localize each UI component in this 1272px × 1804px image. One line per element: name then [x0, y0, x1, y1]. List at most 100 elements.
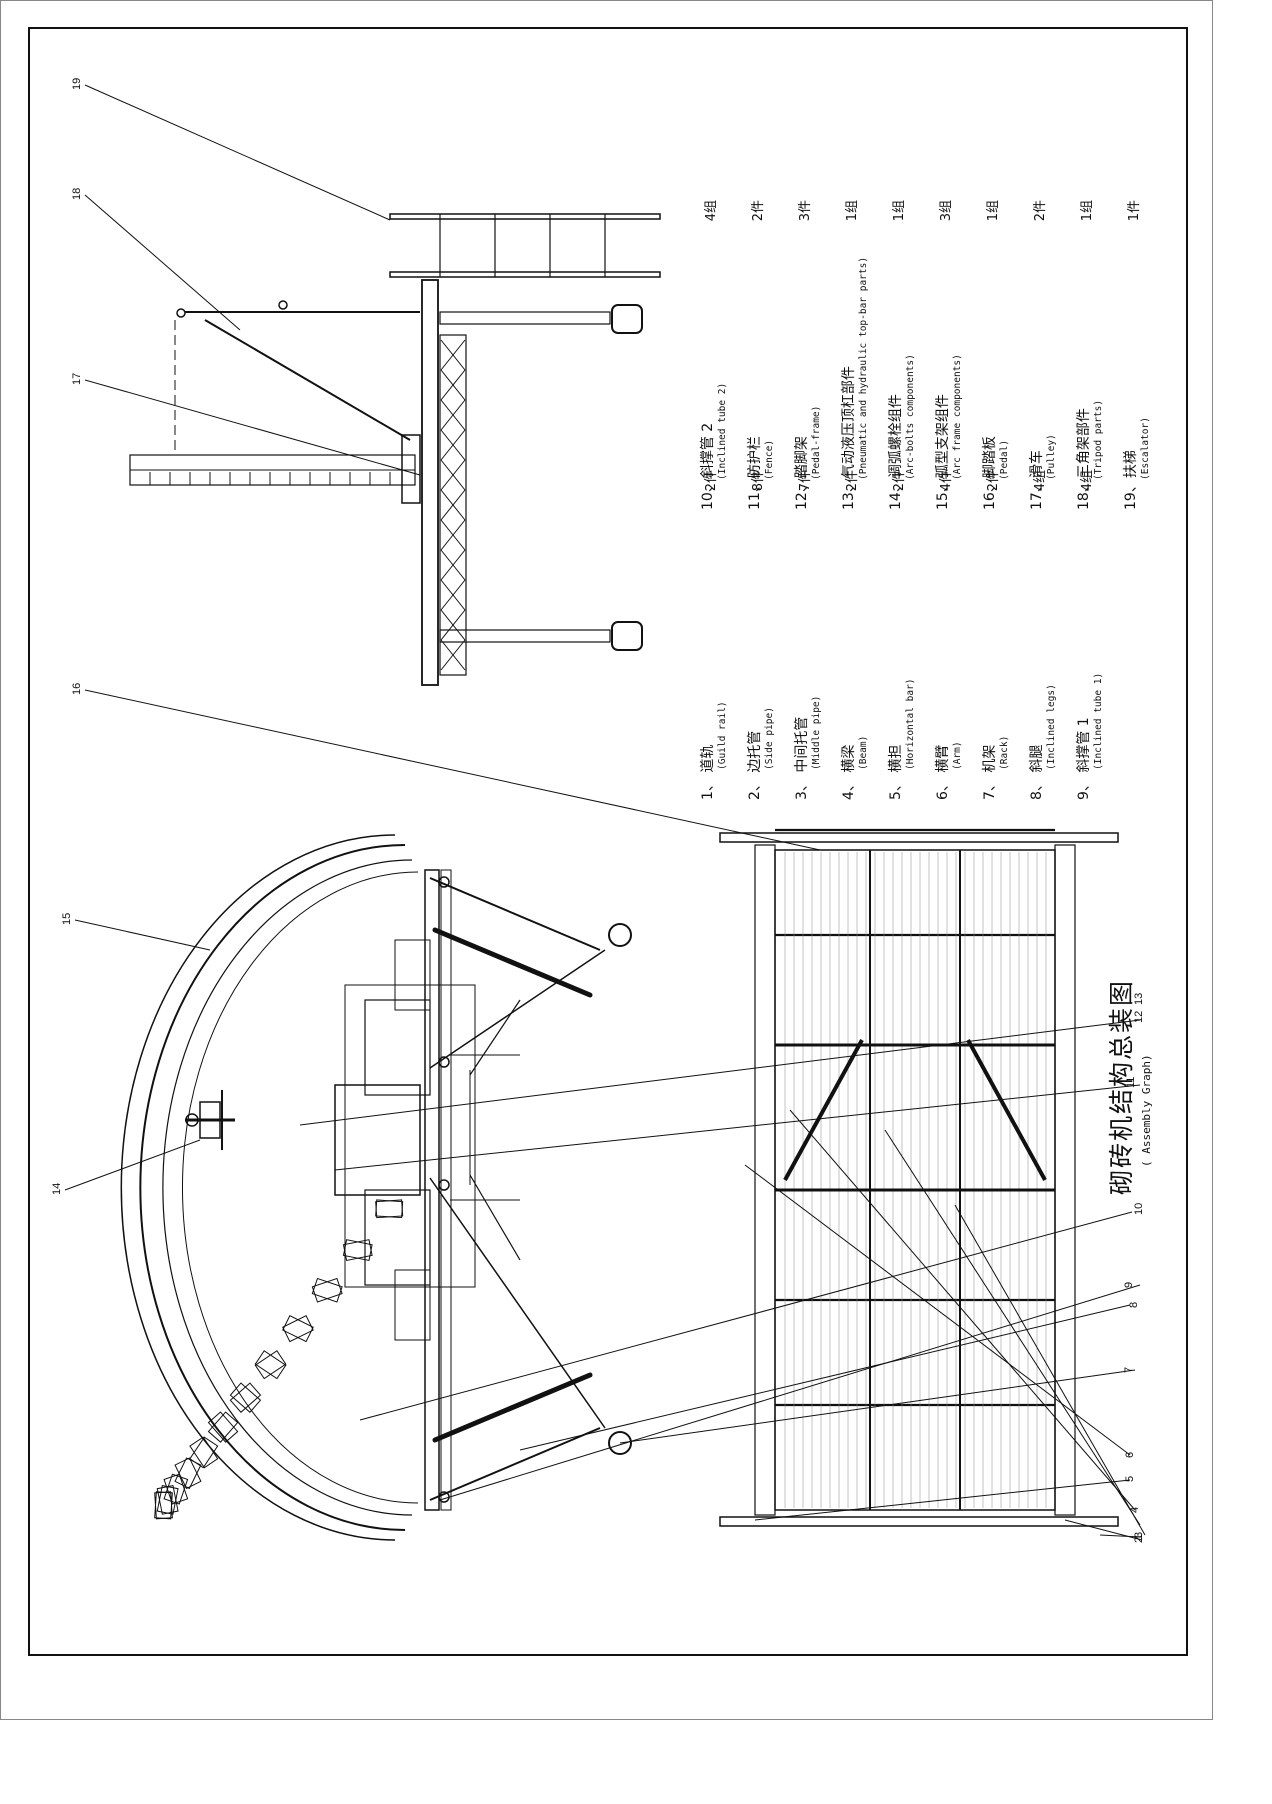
part-name: 16、脚踏板 — [982, 436, 998, 510]
callout-label: 17 — [71, 373, 83, 385]
callout-label: 6 — [1124, 1452, 1136, 1458]
part-english-name: (Inclined legs) — [1046, 684, 1057, 770]
part-quantity: 2件 — [751, 200, 766, 222]
drawing-frame — [28, 27, 1188, 1656]
part-english-name: (Side pipe) — [764, 707, 775, 770]
part-english-name: (Tripod parts) — [1093, 399, 1104, 480]
part-quantity: 1组 — [1080, 200, 1095, 222]
part-english-name: (Pulley) — [1046, 434, 1057, 480]
callout-label: 18 — [71, 188, 83, 200]
part-name: 9、 斜撑管 1 — [1076, 717, 1092, 800]
arc-segment-blocks — [154, 1199, 404, 1520]
part-english-name: (Arc frame components) — [952, 354, 963, 480]
parts-list-item: 5、 横担(Horizontal bar)2件 — [888, 470, 935, 800]
part-english-name: (Horizontal bar) — [905, 678, 916, 770]
parts-list-item: 12、踏脚架(Pedal-frame) 3件 — [794, 200, 841, 510]
callout-label: 1 — [1133, 1534, 1145, 1540]
parts-list-right: 10、斜撑管 2(Inclined tube 2) 4组 11、防护栏(Fence)… — [700, 200, 1170, 510]
part-name: 1、 道轨 — [700, 744, 716, 800]
part-name: 12、踏脚架 — [794, 436, 810, 510]
callouts-top — [64, 84, 821, 1191]
parts-list-item: 1、 道轨(Guild rail)2件 — [700, 470, 747, 800]
pedal-grid — [775, 828, 1055, 1510]
part-english-name: (Middle pipe) — [811, 695, 822, 770]
part-english-name: (Pedal-frame) — [811, 405, 822, 480]
drawing-title-block: 砌砖机结构总装图 ( Assembly Graph) — [1102, 935, 1153, 1195]
part-english-name: (Escalator) — [1140, 417, 1151, 480]
drawing-title: 砌砖机结构总装图 — [1107, 978, 1136, 1195]
part-english-name: (Pedal) — [999, 439, 1010, 480]
part-quantity: 3组 — [939, 200, 954, 222]
part-name: 17、滑车 — [1029, 450, 1045, 510]
part-name: 18、三角架部件 — [1076, 408, 1092, 510]
part-name: 7、 机架 — [982, 744, 998, 800]
part-name: 3、 中间托管 — [794, 716, 810, 800]
pedal-elevation-ticks — [149, 472, 391, 485]
callout-label: 11 — [1125, 1077, 1137, 1088]
callout-label: 7 — [1123, 1367, 1135, 1373]
callout-label: 10 — [1133, 1203, 1145, 1215]
arc-frame-view — [120, 834, 632, 1541]
drawing-subtitle: ( Assembly Graph) — [1140, 1054, 1153, 1167]
pedal-frame-view — [719, 828, 1119, 1527]
part-quantity: 1组 — [986, 200, 1001, 222]
part-quantity: 1组 — [892, 200, 907, 222]
callout-label: 2 — [1133, 1537, 1145, 1543]
part-quantity: 3件 — [798, 200, 813, 222]
parts-list-item: 2、 边托管(Side pipe)8件 — [747, 470, 794, 800]
part-name: 8、 斜腿 — [1029, 744, 1045, 800]
part-english-name: (Inclined tube 2) — [717, 382, 728, 480]
part-name: 5、 横担 — [888, 744, 904, 800]
callout-label: 3 — [1133, 1532, 1145, 1538]
callout-label: 12 — [1133, 1011, 1145, 1023]
parts-list-item: 13、气动液压顶杠部件(Pneumatic and hydraulic top-… — [841, 200, 888, 510]
part-english-name: (Guild rail) — [717, 701, 728, 770]
part-quantity: 4组 — [704, 200, 719, 222]
callout-label: 9 — [1123, 1282, 1135, 1288]
parts-list-item: 14、调弧螺栓组件(Arc-bolts components)1组 — [888, 200, 935, 510]
part-name: 15、弧型支架组件 — [935, 394, 951, 510]
part-name: 2、 边托管 — [747, 730, 763, 800]
part-quantity: 1件 — [1127, 200, 1142, 222]
parts-list-item: 16、脚踏板(Pedal) 1组 — [982, 200, 1029, 510]
part-english-name: (Inclined tube 1) — [1093, 672, 1104, 770]
part-english-name: (Beam) — [858, 735, 869, 770]
callout-label: 5 — [1124, 1476, 1136, 1482]
callout-label: 8 — [1128, 1302, 1140, 1308]
callout-label: 19 — [71, 78, 83, 90]
callout-label: 4 — [1129, 1507, 1141, 1513]
parts-list-item: 7、 机架(Rack)2件 — [982, 470, 1029, 800]
parts-list-item: 4、 横梁(Beam)2件 — [841, 470, 888, 800]
part-english-name: (Rack) — [999, 735, 1010, 770]
callout-label: 15 — [61, 913, 73, 925]
parts-list-item: 8、 斜腿(Inclined legs)4组 — [1029, 470, 1076, 800]
parts-list-item: 10、斜撑管 2(Inclined tube 2) 4组 — [700, 200, 747, 510]
part-name: 11、防护栏 — [747, 436, 763, 510]
parts-list-item: 6、 横臂(Arm)4件 — [935, 470, 982, 800]
parts-list-item: 17、滑车(Pulley)2件 — [1029, 200, 1076, 510]
parts-list-item: 18、三角架部件(Tripod parts) 1组 — [1076, 200, 1123, 510]
part-name: 19、扶梯 — [1123, 450, 1139, 510]
part-english-name: (Fence) — [764, 439, 775, 480]
callouts-bottom — [299, 1019, 1146, 1541]
callout-label: 13 — [1133, 993, 1145, 1005]
outer-border — [0, 0, 1213, 1720]
part-name: 10、斜撑管 2 — [700, 422, 716, 510]
parts-list-item: 15、弧型支架组件(Arc frame components) 3组 — [935, 200, 982, 510]
truss-members — [440, 339, 466, 671]
side-elevation-view — [129, 213, 661, 686]
callout-label: 16 — [71, 683, 83, 695]
callout-label: 14 — [51, 1183, 63, 1195]
part-name: 14、调弧螺栓组件 — [888, 394, 904, 510]
part-english-name: (Arm) — [952, 741, 963, 770]
part-english-name: (Pneumatic and hydraulic top-bar parts) — [858, 256, 869, 480]
part-name: 13、气动液压顶杠部件 — [841, 366, 857, 510]
parts-list-item: 9、 斜撑管 1(Inclined tube 1)4组 — [1076, 470, 1123, 800]
part-name: 4、 横梁 — [841, 744, 857, 800]
part-quantity: 1组 — [845, 200, 860, 222]
part-name: 6、 横臂 — [935, 744, 951, 800]
